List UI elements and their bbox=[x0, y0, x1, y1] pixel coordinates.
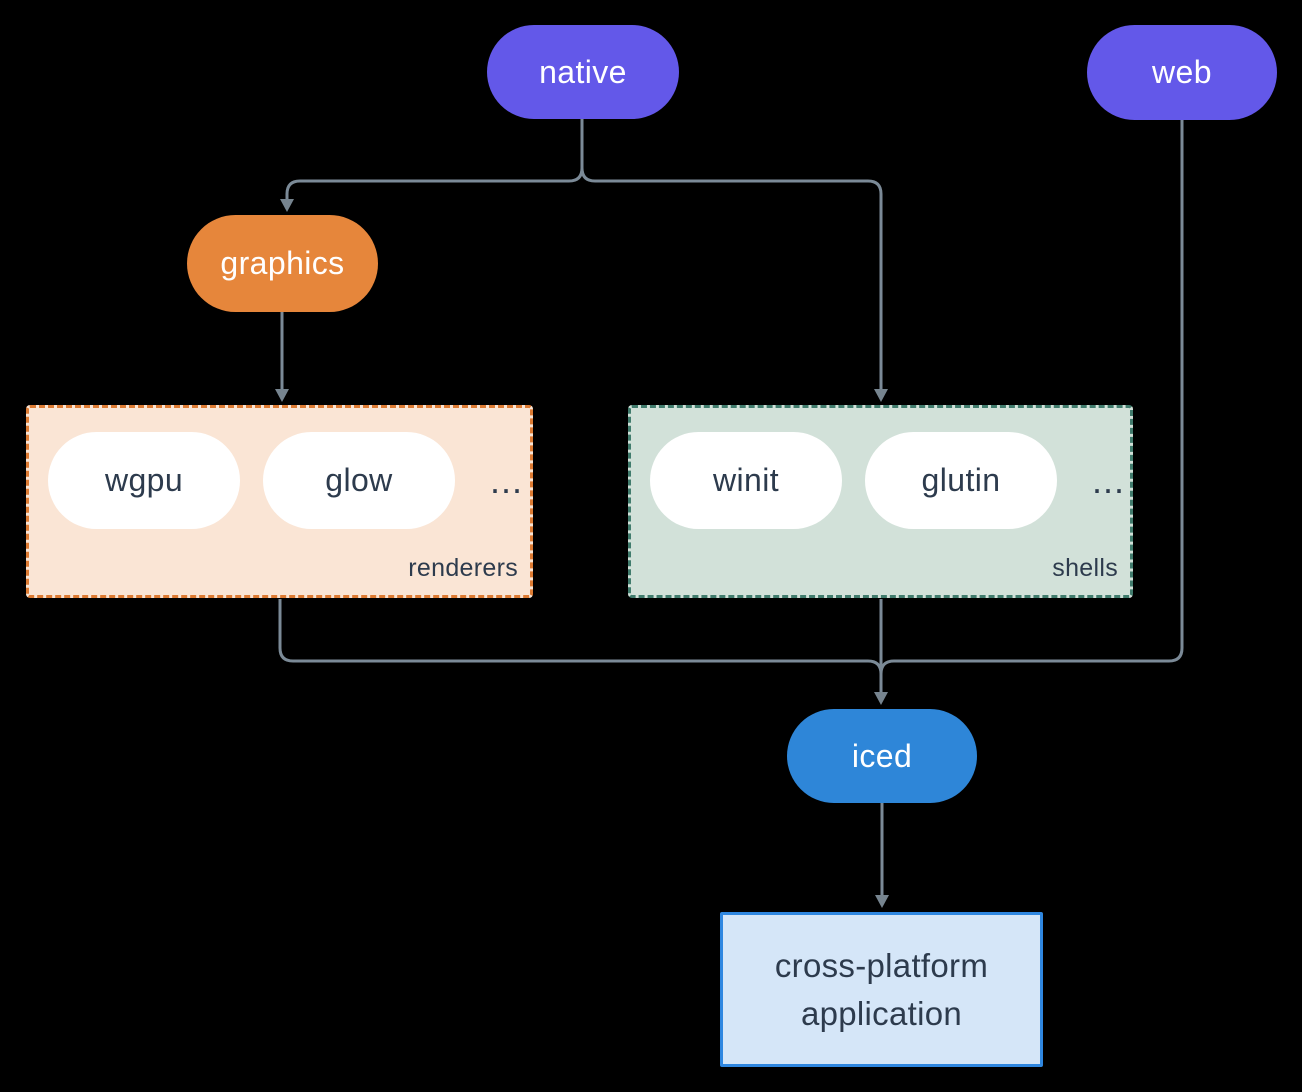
arrowhead-graphics bbox=[280, 199, 294, 212]
node-graphics: graphics bbox=[187, 215, 378, 312]
node-wgpu-label: wgpu bbox=[104, 462, 184, 498]
edge-renderers-iced bbox=[278, 599, 883, 692]
edge-native-shells bbox=[580, 119, 883, 389]
node-application-label: cross-platform application bbox=[774, 946, 989, 1032]
node-glutin: glutin bbox=[865, 432, 1057, 529]
node-graphics-label: graphics bbox=[220, 245, 345, 281]
node-glow: glow bbox=[263, 432, 455, 529]
arrowhead-shells bbox=[874, 389, 888, 402]
node-web: web bbox=[1087, 25, 1277, 120]
node-glow-label: glow bbox=[325, 462, 393, 498]
node-wgpu: wgpu bbox=[48, 432, 240, 529]
edge-native-graphics bbox=[285, 119, 584, 199]
renderers-ellipsis: ... bbox=[490, 459, 524, 501]
group-shells: winit glutin ... shells bbox=[628, 405, 1133, 598]
group-renderers-items: wgpu glow ... bbox=[48, 432, 523, 529]
arrowhead-renderers bbox=[275, 389, 289, 402]
node-iced: iced bbox=[787, 709, 977, 803]
node-iced-label: iced bbox=[851, 737, 913, 774]
arrowhead-iced bbox=[874, 692, 888, 705]
group-shells-label: shells bbox=[1052, 554, 1118, 582]
node-web-label: web bbox=[1152, 54, 1212, 90]
group-renderers-label: renderers bbox=[408, 554, 518, 582]
edge-web-iced bbox=[879, 120, 1184, 692]
group-renderers: wgpu glow ... renderers bbox=[26, 405, 533, 598]
arrowhead-application bbox=[875, 895, 889, 908]
group-shells-items: winit glutin ... bbox=[650, 432, 1125, 529]
node-native: native bbox=[487, 25, 679, 119]
shells-ellipsis: ... bbox=[1092, 459, 1126, 501]
node-native-label: native bbox=[539, 53, 627, 90]
node-winit: winit bbox=[650, 432, 842, 529]
node-glutin-label: glutin bbox=[921, 462, 1001, 498]
node-cross-platform-application: cross-platform application bbox=[720, 912, 1043, 1067]
node-winit-label: winit bbox=[712, 462, 779, 498]
